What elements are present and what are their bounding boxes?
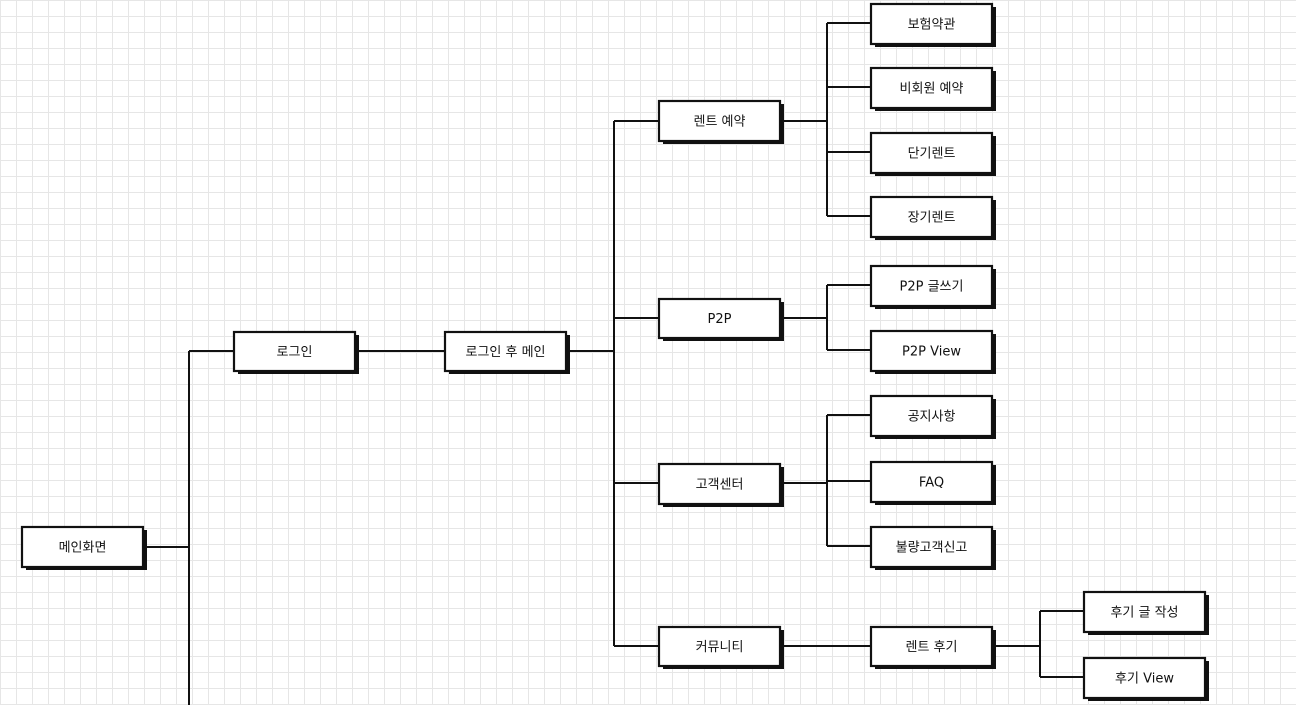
node-notice[interactable]: 공지사항 [869, 394, 996, 439]
node-label: 커뮤니티 [696, 640, 744, 655]
connector-rent-children [781, 22, 873, 217]
node-nonmember-reservation[interactable]: 비회원 예약 [869, 66, 996, 111]
node-label: 비회원 예약 [900, 82, 964, 97]
connector-main-spine [146, 351, 190, 705]
node-label: 고객센터 [696, 478, 744, 493]
node-label: 로그인 [277, 345, 313, 360]
node-p2p-write[interactable]: P2P 글쓰기 [869, 264, 996, 309]
connector-p2p-children [781, 284, 873, 351]
connector-review-children [994, 610, 1086, 678]
node-login[interactable]: 로그인 [232, 330, 359, 374]
connector-cs-children [781, 414, 873, 547]
node-label: 후기 글 작성 [1110, 606, 1178, 621]
node-faq[interactable]: FAQ [869, 460, 996, 505]
node-p2p-view[interactable]: P2P View [869, 329, 996, 374]
node-bad-customer-report[interactable]: 불량고객신고 [869, 525, 996, 570]
node-rent-review[interactable]: 렌트 후기 [869, 625, 996, 669]
node-label: 메인화면 [59, 541, 107, 556]
node-p2p[interactable]: P2P [657, 297, 784, 341]
node-label: 렌트 후기 [906, 640, 958, 655]
node-long-term-rent[interactable]: 장기렌트 [869, 195, 996, 240]
connectors [146, 22, 1086, 705]
node-label: 불량고객신고 [896, 541, 968, 556]
connector-after-main-spine [570, 120, 661, 647]
node-customer-center[interactable]: 고객센터 [657, 462, 784, 507]
node-label: P2P [708, 312, 732, 327]
node-review-write[interactable]: 후기 글 작성 [1082, 590, 1209, 635]
node-rent-reservation[interactable]: 렌트 예약 [657, 99, 784, 144]
node-label: P2P View [902, 345, 961, 360]
node-review-view[interactable]: 후기 View [1082, 656, 1209, 701]
node-insurance-terms[interactable]: 보험약관 [869, 2, 996, 47]
node-label: P2P 글쓰기 [900, 280, 964, 295]
node-label: 로그인 후 메인 [465, 345, 545, 360]
node-short-term-rent[interactable]: 단기렌트 [869, 131, 996, 176]
node-label: 후기 View [1115, 672, 1174, 687]
node-label: 보험약관 [908, 18, 956, 33]
node-community[interactable]: 커뮤니티 [657, 625, 784, 669]
node-after-login-main[interactable]: 로그인 후 메인 [443, 330, 570, 374]
node-label: 공지사항 [908, 410, 956, 425]
node-label: 단기렌트 [908, 147, 956, 162]
node-main[interactable]: 메인화면 [20, 525, 147, 570]
node-label: FAQ [919, 476, 944, 491]
node-label: 렌트 예약 [694, 115, 746, 130]
node-label: 장기렌트 [908, 211, 956, 226]
